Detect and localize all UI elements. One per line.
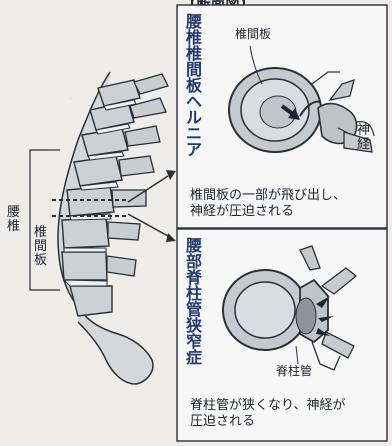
stenosis-title: 腰 部 脊 柱 管 狭 窄 症	[186, 238, 202, 366]
hernia-disc-label: 椎間板	[235, 27, 271, 41]
stenosis-caption: 脊柱管が狭くなり、神経が 圧迫される	[190, 398, 345, 430]
hernia-title: 腰 椎 椎 間 板 ヘ ル ニ ア	[186, 14, 202, 158]
bracket-lines	[30, 150, 60, 290]
lumbar-label: 腰 椎	[7, 206, 20, 234]
spinal-canal-label: 脊柱管	[276, 364, 312, 378]
nerve-label: 神 経	[357, 124, 370, 152]
intervertebral-disc-label: 椎 間 板	[34, 226, 47, 268]
spine-illustration	[58, 72, 168, 384]
hernia-caption: 椎間板の一部が飛び出し、 神経が圧迫される	[190, 188, 346, 220]
